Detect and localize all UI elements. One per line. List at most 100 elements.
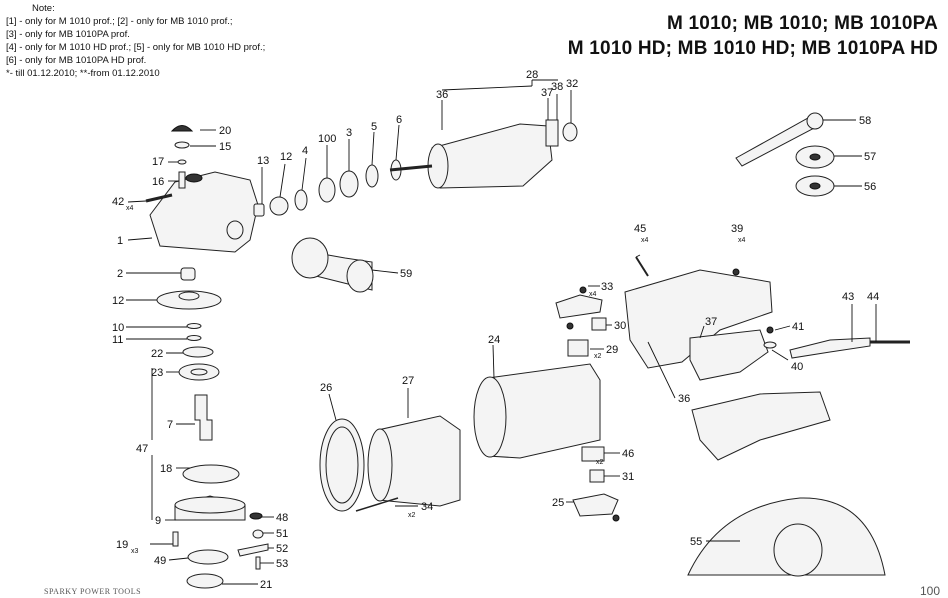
spindle-part	[194, 394, 213, 441]
lever-part	[237, 543, 269, 557]
bushing-part	[180, 267, 196, 281]
part-label-9: 9	[155, 515, 161, 527]
part-label-22: 22	[151, 348, 163, 360]
part-labels: 20 15 17 16 42 x4 1 2 12 10 11 22 23 47 …	[112, 69, 879, 591]
spindle-lock-button	[185, 173, 203, 183]
model-title-line-1: M 1010; MB 1010; MB 1010PA	[667, 13, 938, 34]
cable-clamp-part-41	[763, 341, 777, 349]
circlip-part	[182, 346, 214, 358]
qty-label-34: x2	[408, 512, 416, 519]
part-label-49: 48	[276, 512, 288, 524]
brush-cover-part-25	[572, 493, 619, 517]
notes-block: Note: [1] - only for M 1010 prof.; [2] -…	[6, 2, 265, 80]
part-label-36: 37	[541, 87, 553, 99]
cable-sleeve-part	[789, 337, 871, 359]
part-label-48: 47	[136, 443, 148, 455]
part-label-56: 56	[864, 181, 876, 193]
part-label-13: 13	[257, 155, 269, 167]
part-label-47: 46	[622, 448, 634, 460]
switch-cover-part	[555, 294, 603, 319]
part-label-52: 53	[276, 558, 288, 570]
switch-part-39	[689, 329, 769, 381]
qty-label-43: x4	[126, 205, 134, 212]
part-label-21: 21	[260, 579, 272, 591]
o-ring-part	[182, 464, 240, 484]
brush-part-31	[589, 469, 605, 483]
part-label-11: 11	[112, 334, 123, 346]
part-label-31: 31	[622, 471, 634, 483]
part-label-32: 32	[566, 78, 578, 90]
brush-part-30	[591, 317, 607, 331]
part-label-45: 44	[867, 291, 879, 303]
part-label-59: 59	[400, 268, 412, 280]
washer-part	[186, 335, 202, 341]
notes-title: Note:	[32, 3, 55, 14]
part-label-25: 25	[552, 497, 564, 509]
model-title-line-2: M 1010 HD; MB 1010 HD; MB 1010PA HD	[567, 38, 938, 59]
screw-part	[172, 531, 179, 547]
note-line: [1] - only for M 1010 prof.; [2] - only …	[6, 16, 233, 27]
part-label-5: 5	[371, 121, 377, 133]
part-label-46: 45	[634, 223, 646, 235]
brush-holder-part-29	[567, 339, 589, 357]
part-label-34: 34	[421, 501, 433, 513]
gear-head-housing	[149, 171, 259, 253]
part-label-44: 43	[842, 291, 854, 303]
screw-part-33	[579, 286, 587, 294]
part-label-27: 27	[402, 375, 414, 387]
commutator-part	[545, 119, 559, 147]
note-line: *- till 01.12.2010; **-from 01.12.2010	[6, 68, 160, 79]
washer-part	[186, 323, 202, 329]
part-label-18: 18	[160, 463, 172, 475]
screw-part	[145, 193, 173, 203]
lever-washer-part	[252, 529, 264, 539]
part-label-16: 16	[152, 176, 164, 188]
nut-part	[186, 573, 224, 589]
o-ring-part	[187, 549, 229, 565]
part-label-10: 10	[112, 322, 124, 334]
screw-part-40	[732, 268, 740, 276]
part-label-29: 29	[606, 344, 618, 356]
lever-screw-part	[255, 556, 261, 570]
bearing-cover-part	[269, 196, 289, 216]
part-label-33: 33	[601, 281, 613, 293]
spring-part	[174, 141, 190, 149]
part-label-28: 28	[526, 69, 538, 81]
part-label-26: 26	[320, 382, 332, 394]
part-label-23: 23	[151, 367, 163, 379]
screw-part-42	[766, 326, 774, 334]
ring-part-100	[318, 177, 336, 203]
part-label-38: 36	[678, 393, 690, 405]
part-label-6: 6	[396, 114, 402, 126]
part-label-50: 51	[276, 528, 288, 540]
part-label-17: 17	[152, 156, 164, 168]
qty-label-40: x4	[738, 237, 746, 244]
part-label-1: 1	[117, 235, 123, 247]
brush-holder-part-47	[581, 446, 605, 462]
note-line: [4] - only for M 1010 HD prof.; [5] - on…	[6, 42, 266, 53]
rotor-part	[431, 123, 553, 189]
part-label-43: 42	[112, 196, 124, 208]
qty-label-33: x4	[589, 291, 597, 298]
part-label-58: 58	[859, 115, 871, 127]
ring-part-4	[294, 189, 308, 211]
screw-part-34	[355, 497, 399, 512]
part-label-4: 4	[302, 145, 308, 157]
button-cap-part	[170, 125, 194, 132]
part-label-12b: 12	[280, 151, 292, 163]
part-label-7: 7	[167, 419, 173, 431]
rear-handle-housing-part	[624, 269, 773, 369]
part-label-30: 30	[614, 320, 626, 332]
ring-part-13	[253, 203, 265, 217]
part-label-57: 57	[864, 151, 876, 163]
qty-label-46: x4	[641, 237, 649, 244]
part-label-42: 41	[792, 321, 804, 333]
part-label-24: 24	[488, 334, 500, 346]
housing-boss	[226, 220, 244, 240]
pin-part	[178, 171, 186, 189]
part-label-19: 19	[116, 539, 128, 551]
part-label-41: 40	[791, 361, 803, 373]
part-label-35: 36	[436, 89, 448, 101]
leader-lines	[126, 79, 877, 585]
